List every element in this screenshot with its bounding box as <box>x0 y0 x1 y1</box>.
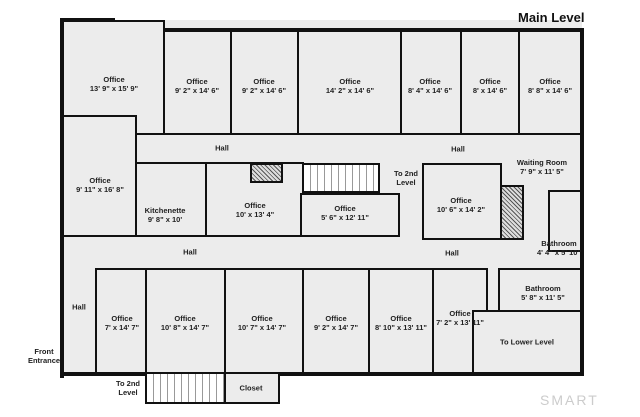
level-title: Main Level <box>518 10 585 25</box>
closet-label: Closet <box>239 383 263 393</box>
room-office-4 <box>297 30 402 135</box>
lower-level-label: To Lower Level <box>499 337 555 347</box>
room-lower-level <box>472 310 582 374</box>
outer-wall-bottom <box>60 372 584 376</box>
hall-label: Hall <box>183 247 197 257</box>
hall-label: Hall <box>451 144 465 154</box>
room-office-12 <box>422 163 502 240</box>
room-office-19 <box>368 268 434 374</box>
room-office-7 <box>518 30 582 135</box>
room-office-3 <box>230 30 299 135</box>
logo: SMART <box>540 392 599 408</box>
shaft-2 <box>250 163 283 183</box>
room-closet <box>224 372 280 404</box>
hall-label: Hall <box>72 302 86 312</box>
hall-label: Hall <box>215 143 229 153</box>
hall-label: Hall <box>445 248 459 258</box>
outer-wall-right <box>580 28 584 372</box>
room-bathroom-1 <box>548 190 582 252</box>
room-office-8 <box>62 115 137 237</box>
room-office-11 <box>300 193 400 237</box>
room-kitchenette <box>135 162 207 237</box>
shaft <box>500 185 524 240</box>
stairs-up <box>302 163 380 193</box>
room-office-6 <box>460 30 520 135</box>
stairs-up-2 <box>145 372 226 404</box>
